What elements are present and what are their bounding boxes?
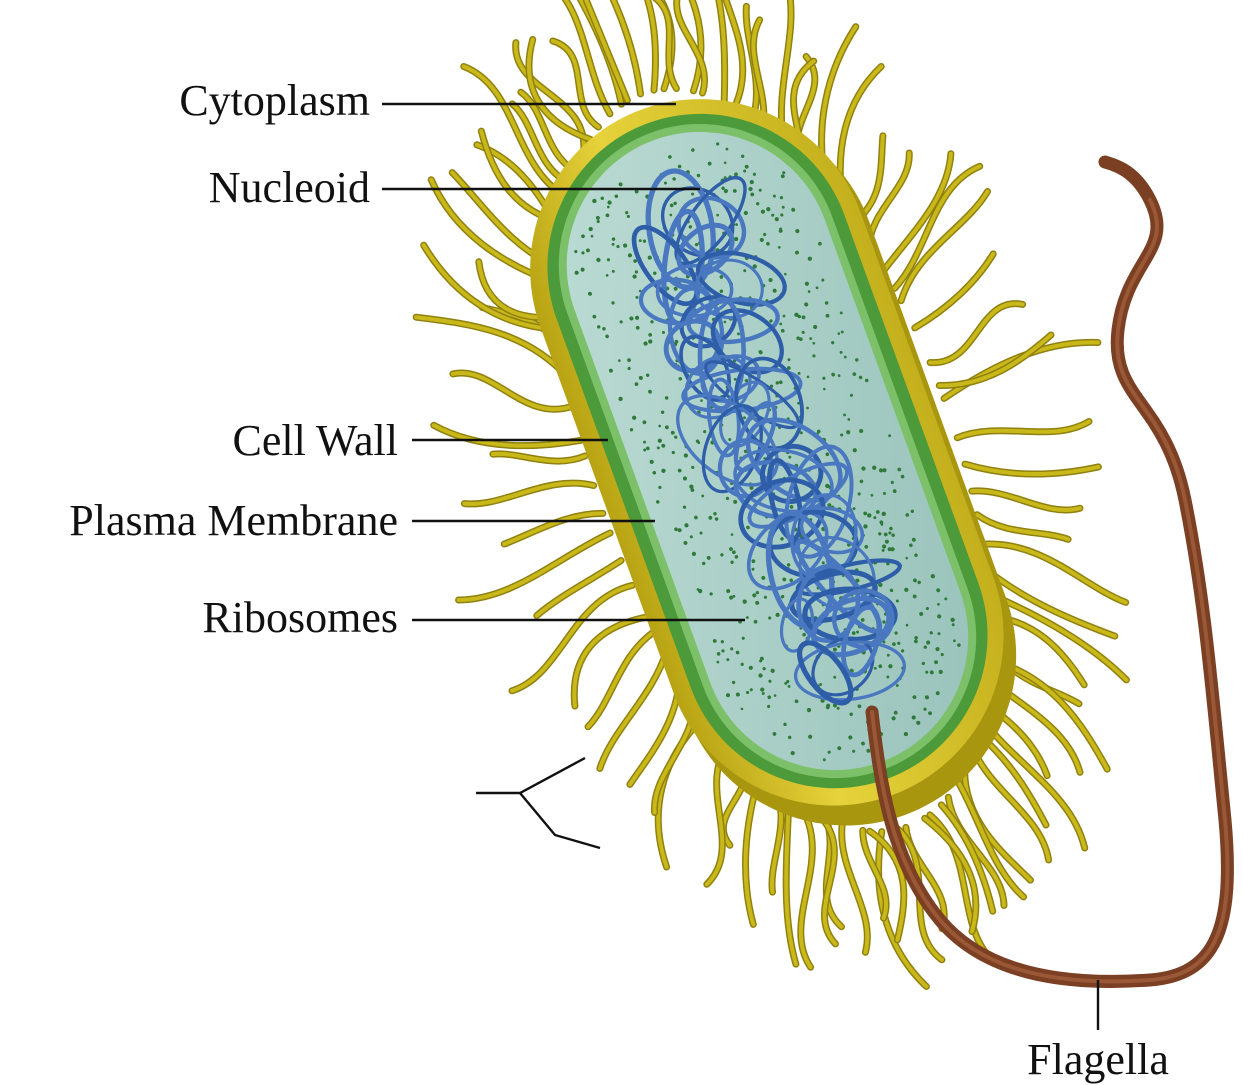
label-cell-wall: Cell Wall <box>232 416 398 465</box>
pilus-highlight <box>977 515 1068 540</box>
pilus <box>453 373 573 409</box>
pilus <box>915 254 993 328</box>
pilus-highlight <box>939 335 1051 386</box>
pilus-highlight <box>944 342 1098 398</box>
pili-leader <box>476 758 585 793</box>
label-cytoplasm: Cytoplasm <box>179 76 370 125</box>
pilus-highlight <box>504 513 603 544</box>
label-plasma-membrane: Plasma Membrane <box>69 496 398 545</box>
pilus-highlight <box>895 166 980 288</box>
label-nucleoid: Nucleoid <box>209 163 370 212</box>
pilus-highlight <box>588 631 655 727</box>
pilus <box>464 483 593 504</box>
label-flagella: Flagella <box>1027 1035 1169 1084</box>
pilus-highlight <box>459 533 610 600</box>
pilus <box>512 585 632 690</box>
pilus <box>939 335 1051 386</box>
label-ribosomes: Ribosomes <box>202 593 398 642</box>
pilus-highlight <box>512 585 632 690</box>
pili-leader-branch <box>520 793 600 848</box>
pilus <box>944 342 1098 398</box>
